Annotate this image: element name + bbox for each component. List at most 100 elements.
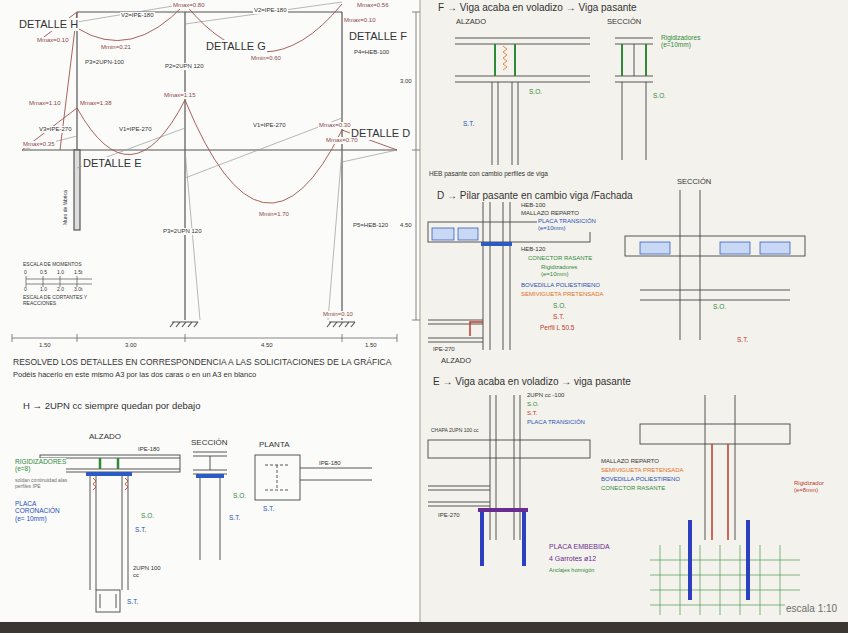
label: S.T. bbox=[134, 526, 147, 533]
label: ESCALA DE CORTANTES Y REACCIONES bbox=[22, 295, 94, 307]
label: 1.0 bbox=[56, 270, 65, 276]
embedded-plate bbox=[478, 508, 528, 512]
label: V2=IPE-180 bbox=[120, 12, 155, 19]
label: Podéis hacerlo en este mismo A3 por las … bbox=[12, 371, 257, 380]
label: P3=2UPN 120 bbox=[162, 228, 203, 235]
scale-bars bbox=[26, 276, 92, 287]
label: escala 1:10 bbox=[785, 603, 838, 615]
label: 1.0 bbox=[39, 287, 48, 293]
label: 2UPN cc -100 bbox=[526, 392, 565, 399]
label: Perfil L 50.5 bbox=[539, 324, 575, 331]
label: Mmin=0.60 bbox=[250, 55, 282, 62]
label: 0 bbox=[23, 270, 28, 276]
label: CONECTOR RASANTE bbox=[600, 485, 666, 492]
label: S.T. bbox=[552, 313, 565, 320]
label: E → Viga acaba en voladizo → viga pasant… bbox=[432, 376, 632, 388]
label: Rigidizadores (e=10mm) bbox=[540, 264, 602, 278]
detail-h bbox=[40, 452, 372, 612]
label: RESOLVED LOS DETALLES EN CORRESPONDENCIA… bbox=[12, 358, 392, 368]
dimension-lines bbox=[12, 12, 420, 342]
label: BOVEDILLA POLIESTIRENO bbox=[520, 282, 601, 289]
angle-profile bbox=[470, 322, 483, 336]
label: 0.5 bbox=[39, 270, 48, 276]
label: 1.50 bbox=[364, 342, 378, 349]
label: S.T. bbox=[262, 505, 275, 512]
transition-plate bbox=[481, 242, 512, 246]
label: Mmin=0.10 bbox=[322, 311, 354, 318]
label: IPE-180 bbox=[318, 460, 342, 467]
label: S.T. bbox=[526, 410, 538, 417]
label: HEB-100 bbox=[520, 202, 546, 209]
label: RIGIDIZADORES (e=8) bbox=[14, 458, 66, 473]
label: P4=HEB-100 bbox=[353, 49, 390, 56]
label: DETALLE E bbox=[82, 157, 143, 170]
label: 4 Garrotes ø12 bbox=[548, 555, 597, 563]
label: Mmax=0.35 bbox=[22, 141, 56, 148]
label: PLACA CORONACIÓN (e= 10mm) bbox=[14, 500, 71, 522]
detail-d bbox=[428, 190, 805, 350]
label: 3.0t bbox=[73, 287, 83, 293]
label: D → Pilar pasante en cambio viga /Fachad… bbox=[436, 190, 634, 202]
detail-f bbox=[455, 38, 653, 165]
label: Mmax=1.38 bbox=[79, 100, 113, 107]
label: 2UPN 100 cc bbox=[132, 565, 168, 579]
label: BOVEDILLA POLIESTIRENO bbox=[600, 476, 681, 483]
label: DETALLE D bbox=[350, 127, 411, 140]
label: IPE-270 bbox=[437, 512, 461, 519]
label: V1=IPE-270 bbox=[118, 126, 153, 133]
label: S.O. bbox=[712, 303, 727, 310]
label: P2=2UPN 120 bbox=[164, 63, 205, 70]
label: Rigidizadores (e=10mm) bbox=[660, 34, 722, 49]
label: Mmax=0.80 bbox=[172, 2, 206, 9]
label: ESCALA DE MOMENTOS bbox=[22, 262, 83, 268]
label: Mmax=0.30 bbox=[318, 122, 352, 129]
label: Mmax=1.15 bbox=[163, 92, 197, 99]
label: 3.00 bbox=[399, 78, 413, 85]
label: 3.00 bbox=[124, 342, 138, 349]
label: S.O. bbox=[140, 512, 155, 519]
label: ALZADO bbox=[88, 432, 122, 441]
label: Mmax=1.10 bbox=[28, 100, 62, 107]
label: Mmax=0.10 bbox=[36, 37, 70, 44]
label: HEB pasante con cambio perfiles de viga bbox=[428, 170, 549, 177]
label: S.T. bbox=[228, 514, 241, 521]
label: Mmax=0.56 bbox=[356, 2, 390, 9]
stiffener bbox=[495, 44, 646, 76]
label: PLANTA bbox=[258, 440, 291, 449]
label: S.T. bbox=[462, 120, 475, 127]
label: PLACA TRANSICIÓN (e=10mm) bbox=[537, 218, 601, 232]
label: S.O. bbox=[526, 401, 540, 408]
label: Mmax=0.10 bbox=[343, 17, 377, 24]
label: F → Viga acaba en voladizo → Viga pasant… bbox=[437, 2, 638, 14]
crown-plate bbox=[86, 472, 132, 476]
label: H → 2UPN cc siempre quedan por debajo bbox=[22, 401, 201, 412]
sheet-fold bbox=[419, 0, 421, 622]
weld bbox=[503, 46, 507, 70]
label: Mmax=0.70 bbox=[325, 137, 359, 144]
label: V1=IPE-270 bbox=[252, 122, 287, 129]
label: S.O. bbox=[552, 302, 567, 309]
crown-plate bbox=[196, 474, 224, 478]
label: SEMIVIGUETA PRETENSADA bbox=[520, 291, 605, 298]
foundation-grid bbox=[650, 545, 800, 615]
label: S.O. bbox=[528, 88, 543, 95]
label: DETALLE H bbox=[18, 18, 79, 31]
label: Rigidizador (e=8mm) bbox=[793, 480, 845, 494]
label: 2.0 bbox=[56, 287, 65, 293]
label: CHAPA 2UPN 100 cc bbox=[430, 428, 479, 434]
stiffener bbox=[100, 458, 118, 469]
label: 4.50 bbox=[260, 342, 274, 349]
label: P3=2UPN-100 bbox=[84, 59, 125, 66]
bovedilla bbox=[432, 228, 790, 254]
label: ALZADO bbox=[455, 18, 487, 27]
stiffener bbox=[712, 444, 728, 540]
label: SECCIÓN bbox=[676, 178, 712, 187]
label: SECCIÓN bbox=[190, 438, 228, 447]
label: IPE-270 bbox=[432, 346, 456, 353]
label: V3=IPE-270 bbox=[38, 126, 73, 133]
label: HEB-120 bbox=[520, 246, 546, 253]
label: CONECTOR RASANTE bbox=[527, 255, 593, 262]
label: Muro de fábrica bbox=[63, 189, 69, 226]
